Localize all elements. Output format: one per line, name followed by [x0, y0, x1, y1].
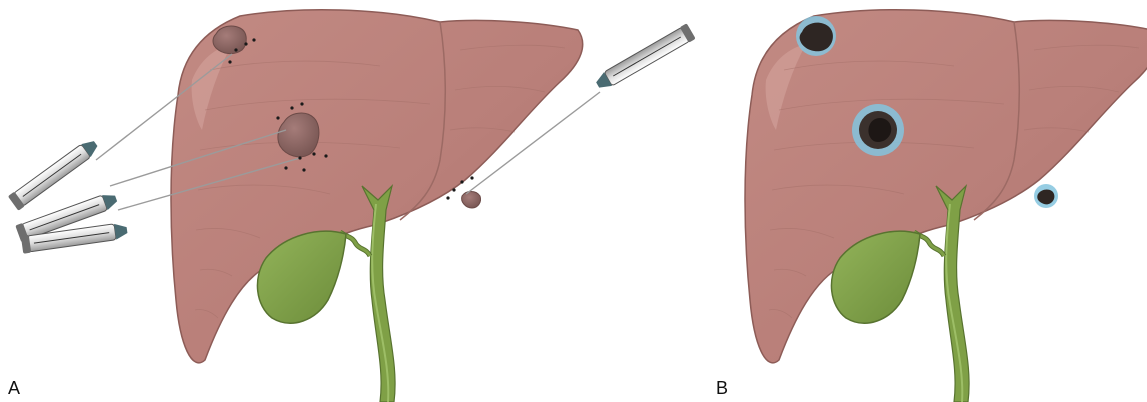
ablation-zone	[796, 16, 836, 56]
panel-a: A	[8, 10, 696, 402]
tumor	[462, 192, 481, 209]
panel-label: B	[716, 378, 728, 398]
panel-label: A	[8, 378, 20, 398]
ablation-zone	[1034, 184, 1058, 208]
liver	[745, 10, 1147, 363]
panel-b: B	[716, 10, 1147, 402]
ablation-probe	[8, 136, 101, 211]
ablation-probe	[593, 23, 696, 93]
ablation-zone	[852, 104, 904, 156]
